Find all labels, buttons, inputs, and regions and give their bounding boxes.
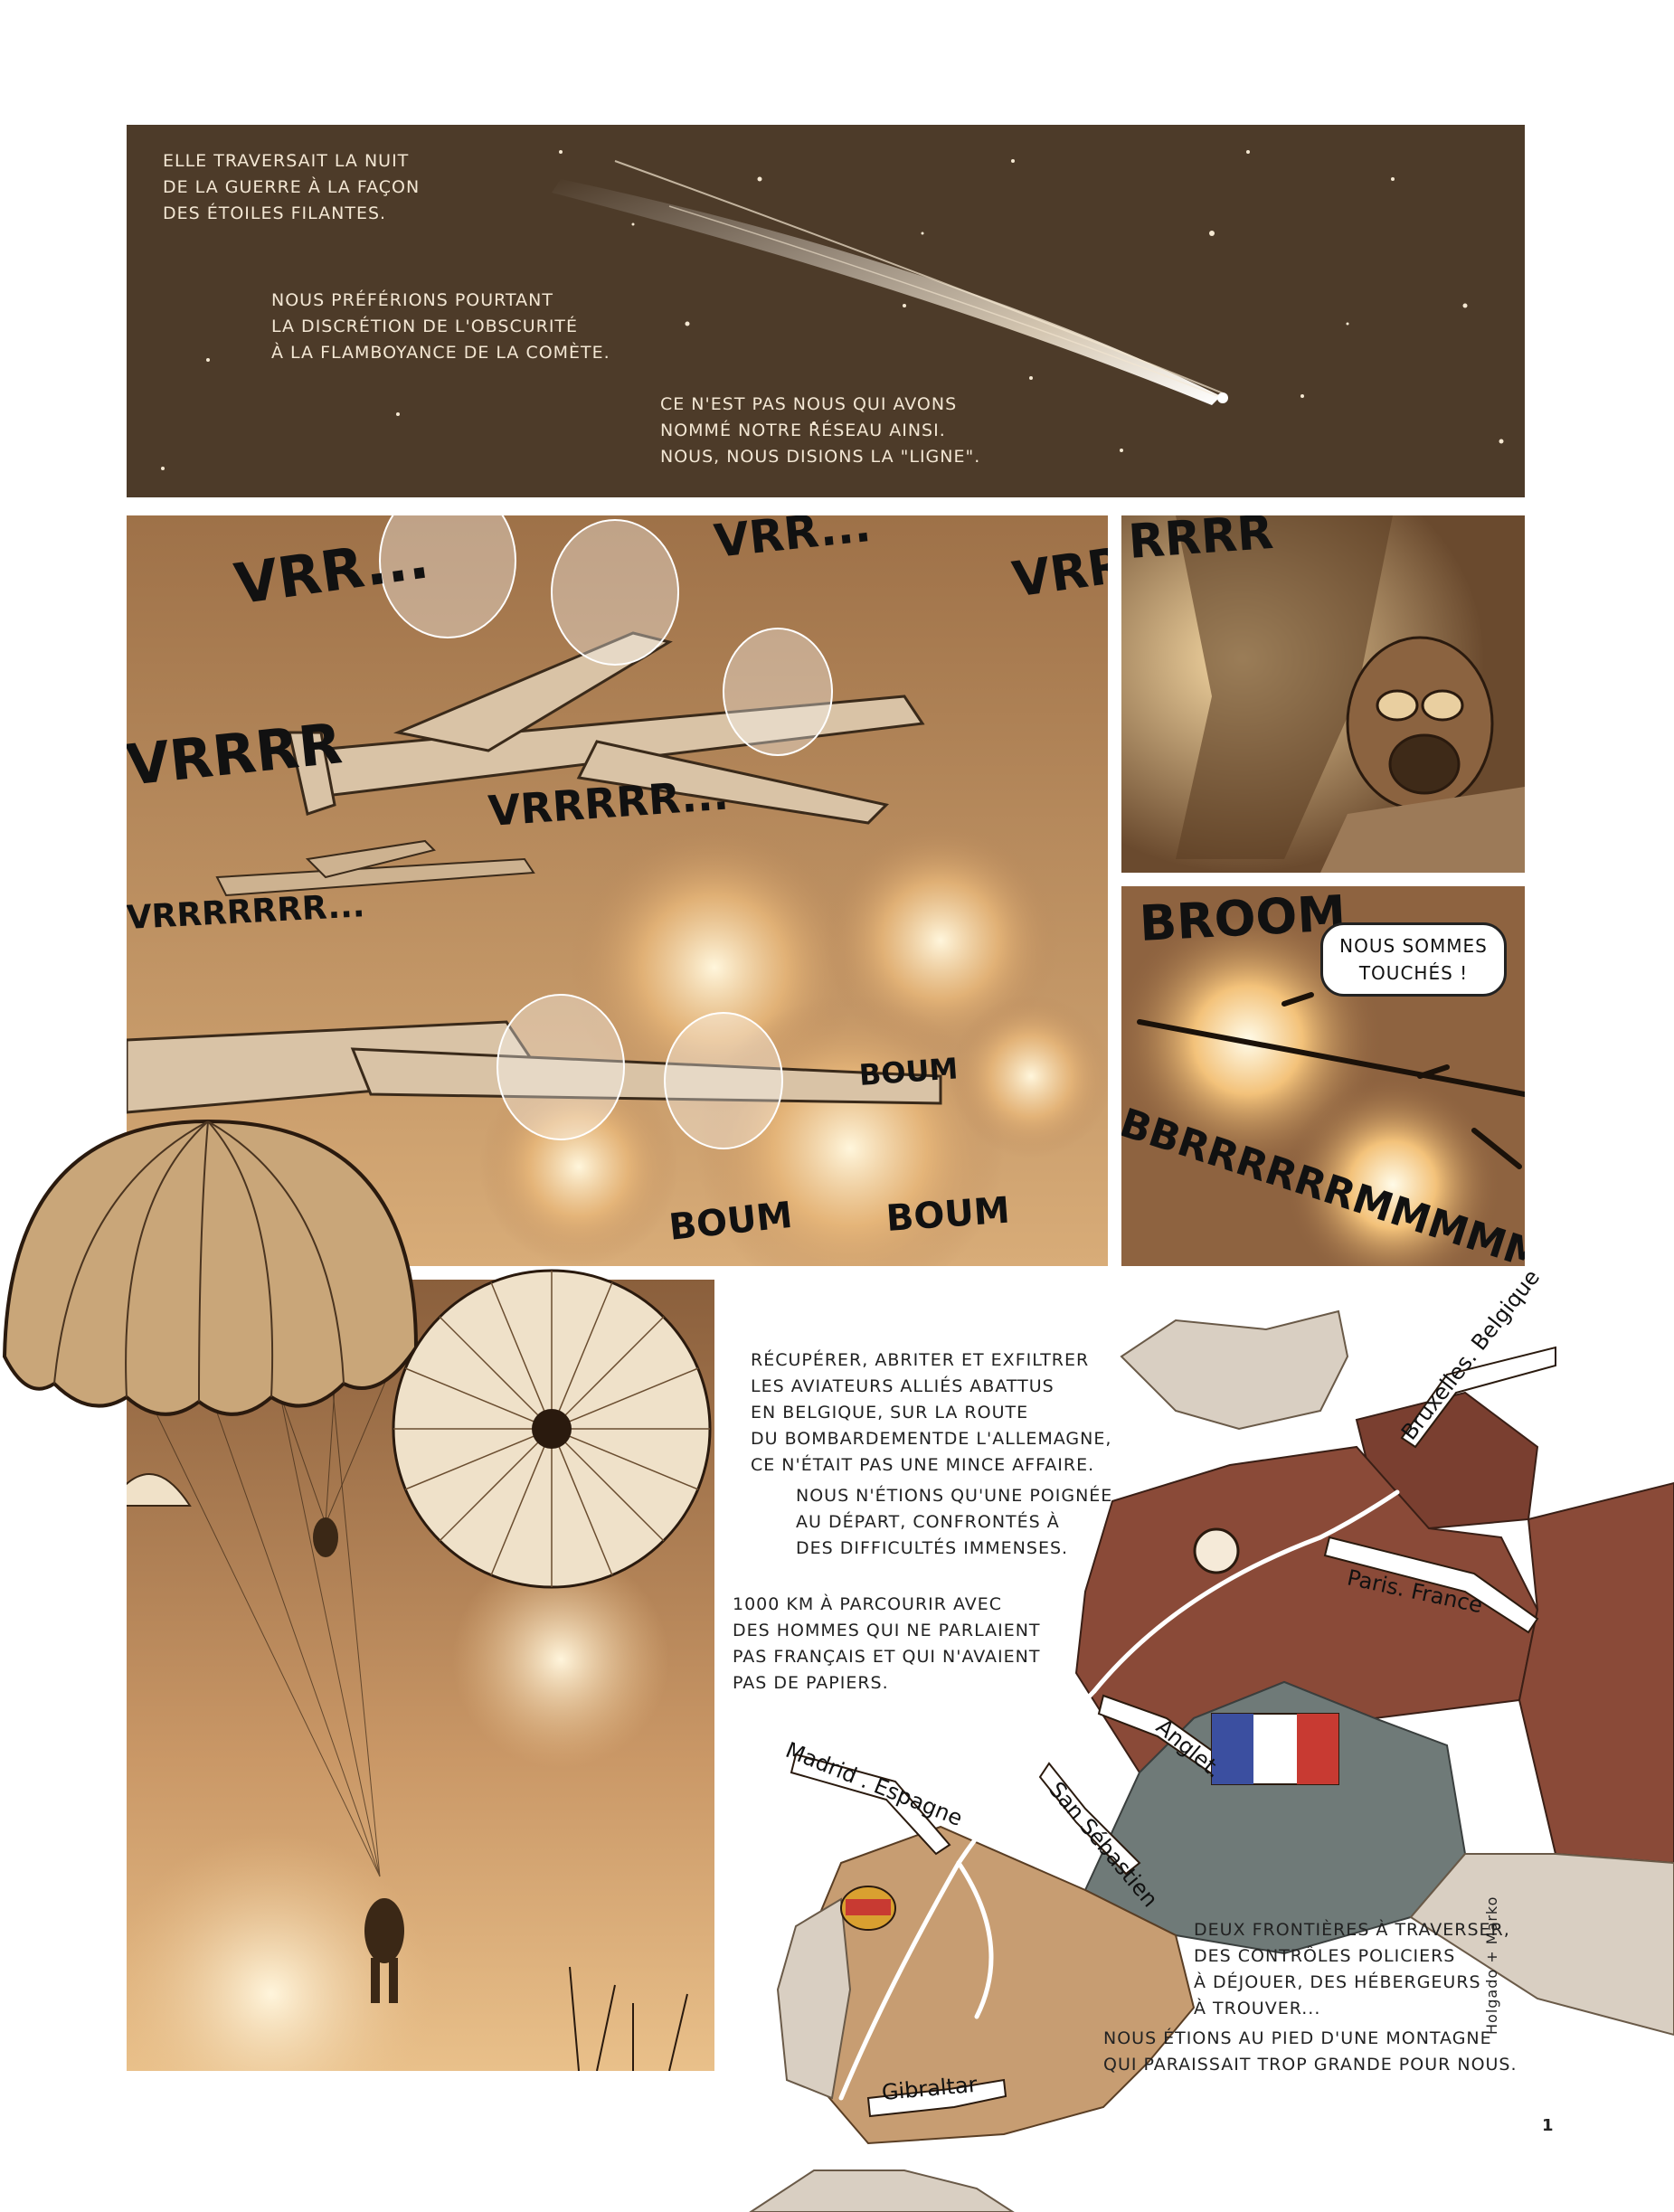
page-number: 1 [1542,2116,1555,2135]
panel-pilot: RRRR [1121,515,1525,873]
panel-night-sky: ELLE TRAVERSAIT LA NUIT DE LA GUERRE À L… [127,125,1525,497]
sfx-boum-1: BOUM [857,1051,960,1092]
sfx-boum-3: BOUM [884,1189,1012,1240]
parachutes-art [127,1280,714,2071]
map-label-paris: Paris. France [1345,1564,1485,1619]
map-label-anglet: Anglet. [1151,1714,1227,1783]
flag-markers [840,1527,1339,1931]
explosion-art [1121,904,1525,1266]
map-label-san-sebastien: San Sébastien [1044,1777,1163,1913]
map-portugal [776,1897,852,2100]
starfield-and-comet [161,150,1504,470]
pilot-art [1121,515,1525,873]
panel-explosion: BROOM NOUS SOMMES TOUCHÉS ! BBRRRRRRMMMM… [1121,886,1525,1266]
map-vichy-france [1083,1680,1467,1955]
caption-discretion: NOUS PRÉFÉRIONS POURTANT LA DISCRÉTION D… [271,290,610,363]
caption-network-name: CE N'EST PAS NOUS QUI AVONS NOMMÉ NOTRE … [660,394,981,467]
panel-parachutes [127,1280,714,2071]
caption-handful: NOUS N'ÉTIONS QU'UNE POIGNÉE AU DÉPART, … [796,1486,1113,1558]
panel-bombers: VRR... VRR... VRRR VRRRR VRRRRR... VRRRR… [127,515,1108,1266]
artist-signature: Holgado + Marko [1483,1895,1500,2035]
map-label-madrid: Madrid . Espagne [781,1737,967,1831]
speech-balloon-hit: NOUS SOMMES TOUCHÉS ! [1320,922,1507,997]
caption-borders: DEUX FRONTIÈRES À TRAVERSER, DES CONTRÔL… [1194,1920,1510,2018]
caption-mountain: NOUS ÉTIONS AU PIED D'UNE MONTAGNE QUI P… [1103,2028,1518,2075]
map-label-bruxelles: Bruxelles. Belgique [1395,1264,1546,1445]
map-belgium [1355,1391,1539,1530]
map-africa [749,2169,1015,2212]
map-germany [1518,1481,1674,1865]
sfx-broom: BROOM [1138,886,1348,952]
caption-shooting-stars: ELLE TRAVERSAIT LA NUIT DE LA GUERRE À L… [163,151,421,223]
caption-mission: RÉCUPÉRER, ABRITER ET EXFILTRER LES AVIA… [751,1350,1112,1475]
bomber-formation-art [127,515,1108,1266]
map-label-gibraltar: Gibraltar [880,2071,979,2105]
caption-distance: 1000 KM À PARCOURIR AVEC DES HOMMES QUI … [733,1594,1041,1693]
map-england [1120,1309,1349,1431]
